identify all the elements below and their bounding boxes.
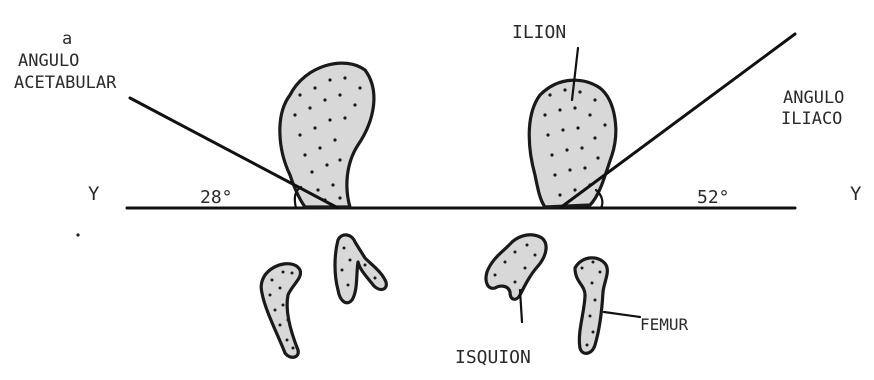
speck-mark bbox=[76, 233, 79, 236]
isquion-label: ISQUION bbox=[455, 347, 531, 368]
left-angle-label-line2: ACETABULAR bbox=[14, 73, 117, 93]
right-femur-shape bbox=[575, 258, 607, 353]
right-angle-label-line1: ANGULO bbox=[783, 88, 844, 108]
femur-pointer-line bbox=[604, 312, 640, 317]
right-ischium-shape bbox=[486, 235, 546, 299]
right-angle-label-line2: ILIACO bbox=[781, 109, 842, 129]
y-axis-left-label: Y bbox=[88, 183, 100, 205]
left-angle-prefix-label: a bbox=[62, 29, 72, 49]
femur-label: FEMUR bbox=[640, 315, 689, 334]
right-angle-value: 52° bbox=[697, 187, 730, 208]
left-angle-label-line1: ANGULO bbox=[18, 51, 79, 71]
y-axis-right-label: Y bbox=[850, 183, 862, 205]
ilion-label: ILION bbox=[512, 22, 566, 43]
left-femur-shape bbox=[261, 264, 300, 358]
left-angle-value: 28° bbox=[200, 187, 233, 208]
